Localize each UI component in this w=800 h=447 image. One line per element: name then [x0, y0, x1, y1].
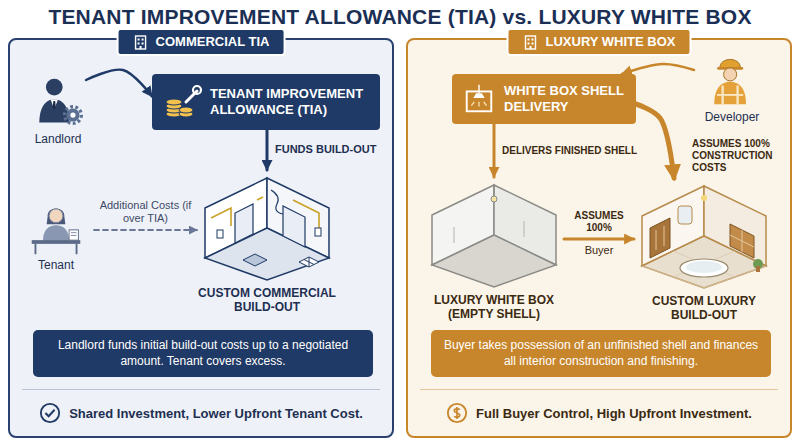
edge-label: ASSUMES 100% CONSTRUCTION COSTS: [692, 138, 773, 173]
person-icon: [39, 79, 81, 124]
footer-icon: [448, 404, 466, 422]
box-icon: [462, 82, 496, 116]
actor-label: Developer: [705, 110, 760, 124]
right-panel-ground: [406, 38, 792, 438]
panel-heading: LUXURY WHITE BOX: [545, 34, 675, 50]
person-icon: [30, 74, 86, 130]
illustration-caption: CUSTOM LUXURY BUILD-OUT: [634, 294, 774, 323]
footer-note: Full Buyer Control, High Upfront Investm…: [476, 406, 752, 421]
edge-label-box: Additional Costs (if over TIA): [93, 199, 198, 225]
actor-label: Landlord: [35, 132, 82, 146]
building-icon: [133, 34, 149, 50]
comparison-panel: WHITE BOX SHELL DELIVERY DeveloperLUXURY …: [406, 38, 792, 438]
actor-icon: Landlord: [22, 74, 94, 146]
room-drawing: [642, 186, 766, 288]
box-title: TENANT IMPROVEMENT ALLOWANCE (TIA): [210, 86, 370, 117]
actor-icon: Tenant: [20, 200, 92, 272]
summary-box: Landlord funds initial build-out costs u…: [33, 330, 373, 377]
actor-icon: Developer: [690, 52, 774, 124]
room-drawing: [424, 177, 564, 289]
role-label-box: Buyer: [585, 244, 614, 257]
box-title: WHITE BOX SHELL DELIVERY: [504, 83, 626, 114]
edge-label: Additional Costs (if over TIA): [100, 199, 192, 224]
panel-tab: COMMERCIAL TIA: [117, 28, 286, 56]
panel-heading: COMMERCIAL TIA: [156, 34, 270, 50]
person-icon: [28, 200, 84, 256]
building-icon: [525, 36, 535, 49]
person-icon: [32, 208, 81, 254]
flow-arrow: [94, 229, 197, 231]
role-label: Buyer: [585, 244, 614, 256]
edge-label: FUNDS BUILD-OUT: [275, 143, 376, 155]
room-drawing: [634, 178, 774, 290]
room-drawing: [432, 185, 556, 287]
summary-box: Buyer takes possession of an unfinished …: [431, 330, 771, 377]
flow-arrow: [493, 124, 496, 177]
panel-footer: Shared Investment, Lower Upfront Tenant …: [22, 389, 380, 436]
comparison-panel: Landlord TENANT IMPROVEMENT ALLOWANCE (TI…: [8, 38, 394, 438]
process-box: TENANT IMPROVEMENT ALLOWANCE (TIA): [152, 74, 380, 130]
illustration-caption: LUXURY WHITE BOX (EMPTY SHELL): [424, 293, 564, 322]
room-drawing: [197, 170, 337, 282]
footer-icon: [39, 402, 61, 424]
flow-arrow: [564, 238, 634, 241]
person-icon: [704, 52, 760, 108]
room-drawing: [205, 178, 329, 280]
illustration-caption: CUSTOM COMMERCIAL BUILD-OUT: [197, 286, 337, 315]
summary-text: Buyer takes possession of an unfinished …: [443, 338, 759, 369]
diagram-title: TENANT IMPROVEMENT ALLOWANCE (TIA) vs. L…: [48, 5, 751, 28]
room-illustration: CUSTOM LUXURY BUILD-OUT: [634, 178, 774, 323]
left-panel-ground: [8, 38, 394, 438]
box-icon: [162, 82, 202, 122]
process-box: WHITE BOX SHELL DELIVERY: [452, 74, 636, 124]
panel-tab: LUXURY WHITE BOX: [506, 28, 691, 56]
flow-arrow: [86, 70, 152, 97]
footer-icon: [446, 402, 468, 424]
room-illustration: CUSTOM COMMERCIAL BUILD-OUT: [197, 170, 337, 315]
panel-footer: Full Buyer Control, High Upfront Investm…: [420, 389, 778, 436]
flow-arrow: [636, 104, 674, 178]
flow-arrow: [622, 64, 694, 74]
box-icon: [467, 85, 492, 111]
person-icon: [714, 59, 746, 104]
summary-text: Landlord funds initial build-out costs u…: [45, 338, 361, 369]
footer-icon: [41, 404, 59, 422]
edge-label: ASSUMES 100%: [574, 210, 623, 233]
edge-label-box: DELIVERS FINISHED SHELL: [502, 145, 637, 157]
actor-label: Tenant: [38, 258, 74, 272]
box-icon: [166, 86, 201, 117]
edge-label: DELIVERS FINISHED SHELL: [502, 145, 637, 156]
footer-note: Shared Investment, Lower Upfront Tenant …: [69, 406, 363, 421]
building-icon: [136, 36, 146, 49]
edge-label-box: ASSUMES 100% CONSTRUCTION COSTS: [692, 138, 782, 174]
room-illustration: LUXURY WHITE BOX (EMPTY SHELL): [424, 177, 564, 322]
edge-label-box: ASSUMES 100%: [569, 210, 629, 234]
edge-label-box: FUNDS BUILD-OUT: [275, 143, 376, 156]
building-icon: [522, 34, 538, 50]
flow-arrow: [266, 130, 269, 170]
